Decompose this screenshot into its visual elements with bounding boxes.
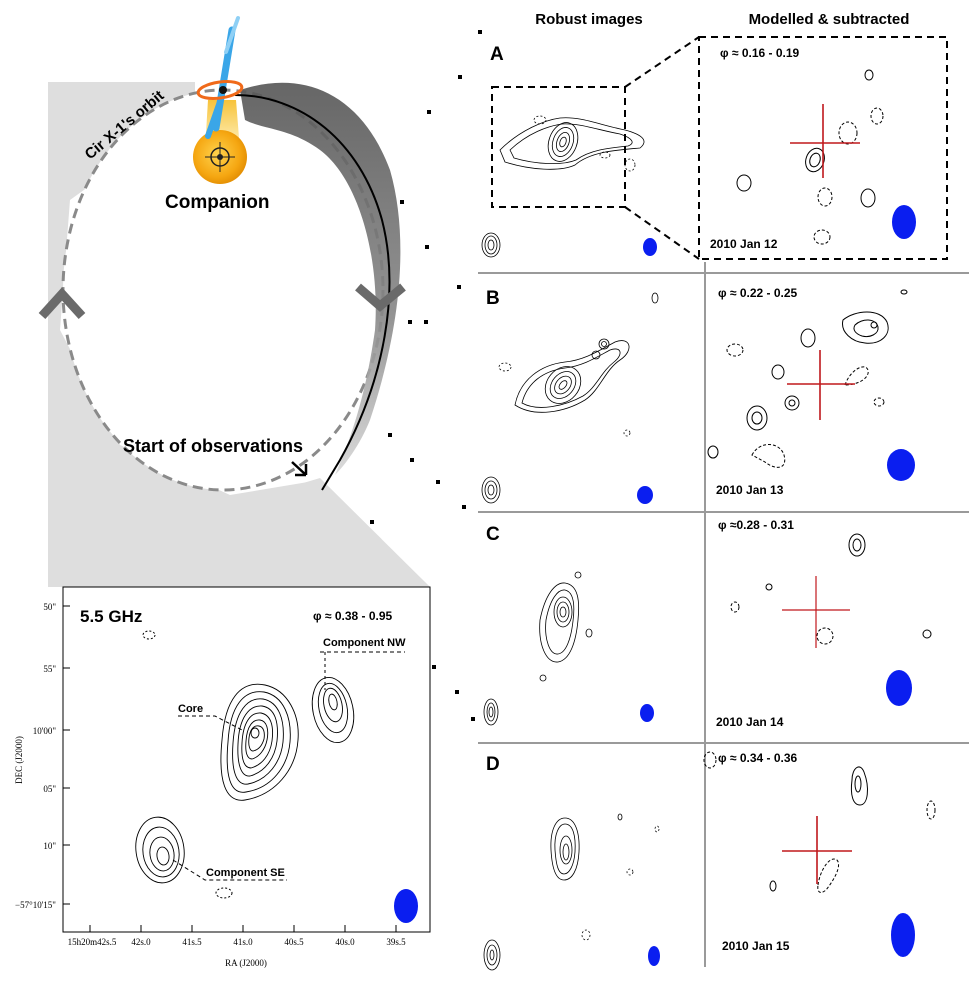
- panel-letter: C: [486, 524, 500, 545]
- panel-b: B φ ≈ 0.22 - 0.25: [481, 286, 915, 504]
- phase-c: φ ≈0.28 - 0.31: [718, 518, 794, 532]
- phase-a: φ ≈ 0.16 - 0.19: [720, 46, 800, 60]
- inset-ytick-labels: 50" 55" 10'00" 05" 10" −57°10'15": [15, 602, 56, 910]
- inset-frequency: 5.5 GHz: [80, 607, 142, 626]
- panel-dividers: [478, 262, 969, 967]
- start-arrow-icon: [291, 461, 308, 477]
- inset-ylabel: DEC (J2000): [14, 736, 24, 784]
- position-cross-d: [782, 816, 852, 884]
- beam-b-modelled: [887, 449, 915, 481]
- xtick-label: 41s.0: [233, 937, 253, 947]
- orbit-trail: [240, 82, 401, 475]
- phase-d: φ ≈ 0.34 - 0.36: [718, 751, 798, 765]
- panel-c: C φ ≈0.28 - 0.31 2010 Jan 14: [483, 518, 932, 729]
- core-label: Core: [178, 703, 203, 715]
- xtick-label: 42s.0: [131, 937, 151, 947]
- position-cross-a: [790, 104, 860, 178]
- header-robust: Robust images: [535, 11, 643, 28]
- se-component-contours: [135, 816, 185, 884]
- inset-map: 5.5 GHz φ ≈ 0.38 - 0.95: [14, 586, 431, 968]
- xtick-label: 40s.0: [335, 937, 355, 947]
- ytick-label: 55": [43, 664, 56, 674]
- panel-a: A φ ≈ 0.16 - 0.19: [481, 36, 948, 260]
- companion-label: Companion: [165, 192, 270, 213]
- beam-d-robust: [648, 946, 660, 966]
- inset-beam: [394, 889, 418, 923]
- orbit-diagram: Cir X-1's orbit Companion Start of obser…: [38, 16, 482, 721]
- date-a: 2010 Jan 12: [710, 237, 778, 251]
- header-modelled: Modelled & subtracted: [749, 11, 910, 28]
- shade-zoom-trapezoid: [48, 478, 430, 587]
- ytick-label: 10'00": [33, 726, 57, 736]
- left-chevron-marker: [38, 287, 86, 320]
- beam-contour-c: [483, 698, 499, 726]
- beam-contour-a: [481, 232, 501, 258]
- robust-contours-b: [498, 292, 659, 437]
- inset-ticks: [63, 605, 397, 932]
- ytick-label: 05": [43, 784, 56, 794]
- residual-contours-b: [707, 289, 908, 468]
- inset-frame: [62, 586, 431, 933]
- robust-contours-d: [550, 813, 660, 941]
- phase-b: φ ≈ 0.22 - 0.25: [718, 286, 798, 300]
- xtick-label: 15h20m42s.5: [68, 937, 117, 947]
- residual-contours-a: [736, 69, 884, 245]
- start-label: Start of observations: [123, 436, 303, 456]
- inset-phase: φ ≈ 0.38 - 0.95: [313, 609, 393, 623]
- position-cross-b: [787, 350, 855, 420]
- position-cross-c: [782, 576, 850, 648]
- residual-contours-d: [703, 751, 936, 893]
- nw-label: Component NW: [323, 637, 406, 649]
- zoom-box-enlarged: [698, 36, 948, 260]
- inset-xtick-labels: 15h20m42s.5 42s.0 41s.5 41s.0 40s.5 40s.…: [68, 937, 407, 947]
- ytick-label: −57°10'15": [15, 900, 56, 910]
- se-label: Component SE: [206, 867, 285, 879]
- beam-a-modelled: [892, 205, 916, 239]
- panel-letter: B: [486, 288, 500, 309]
- beam-contour-b: [481, 476, 501, 504]
- date-c: 2010 Jan 14: [716, 715, 784, 729]
- inset-xlabel: RA (J2000): [225, 958, 267, 968]
- core-contours: [220, 683, 299, 801]
- beam-a-robust: [643, 238, 657, 256]
- orbit-track-line: [234, 94, 391, 491]
- beam-contour-d: [483, 939, 501, 971]
- zoom-box: [491, 86, 626, 208]
- panel-letter: D: [486, 754, 500, 775]
- beam-c-modelled: [886, 670, 912, 706]
- panel-letter: A: [490, 44, 504, 65]
- right-chevron-marker: [355, 283, 406, 312]
- beam-d-modelled: [891, 913, 915, 957]
- neutron-star-jet-icon: [196, 16, 244, 139]
- ytick-label: 50": [43, 602, 56, 612]
- date-d: 2010 Jan 15: [722, 939, 790, 953]
- beam-b-robust: [637, 486, 653, 504]
- xtick-label: 40s.5: [284, 937, 304, 947]
- nw-component-contours: [311, 677, 355, 743]
- ytick-label: 10": [43, 841, 56, 851]
- beam-c-robust: [640, 704, 654, 722]
- panel-d: D φ ≈ 0.34 - 0.36 2010 Jan 15: [483, 751, 936, 971]
- residual-contours-c: [730, 533, 932, 645]
- xtick-label: 41s.5: [182, 937, 202, 947]
- robust-contours-a: [499, 115, 645, 172]
- robust-contours-c: [539, 571, 593, 682]
- xtick-label: 39s.5: [386, 937, 406, 947]
- date-b: 2010 Jan 13: [716, 483, 784, 497]
